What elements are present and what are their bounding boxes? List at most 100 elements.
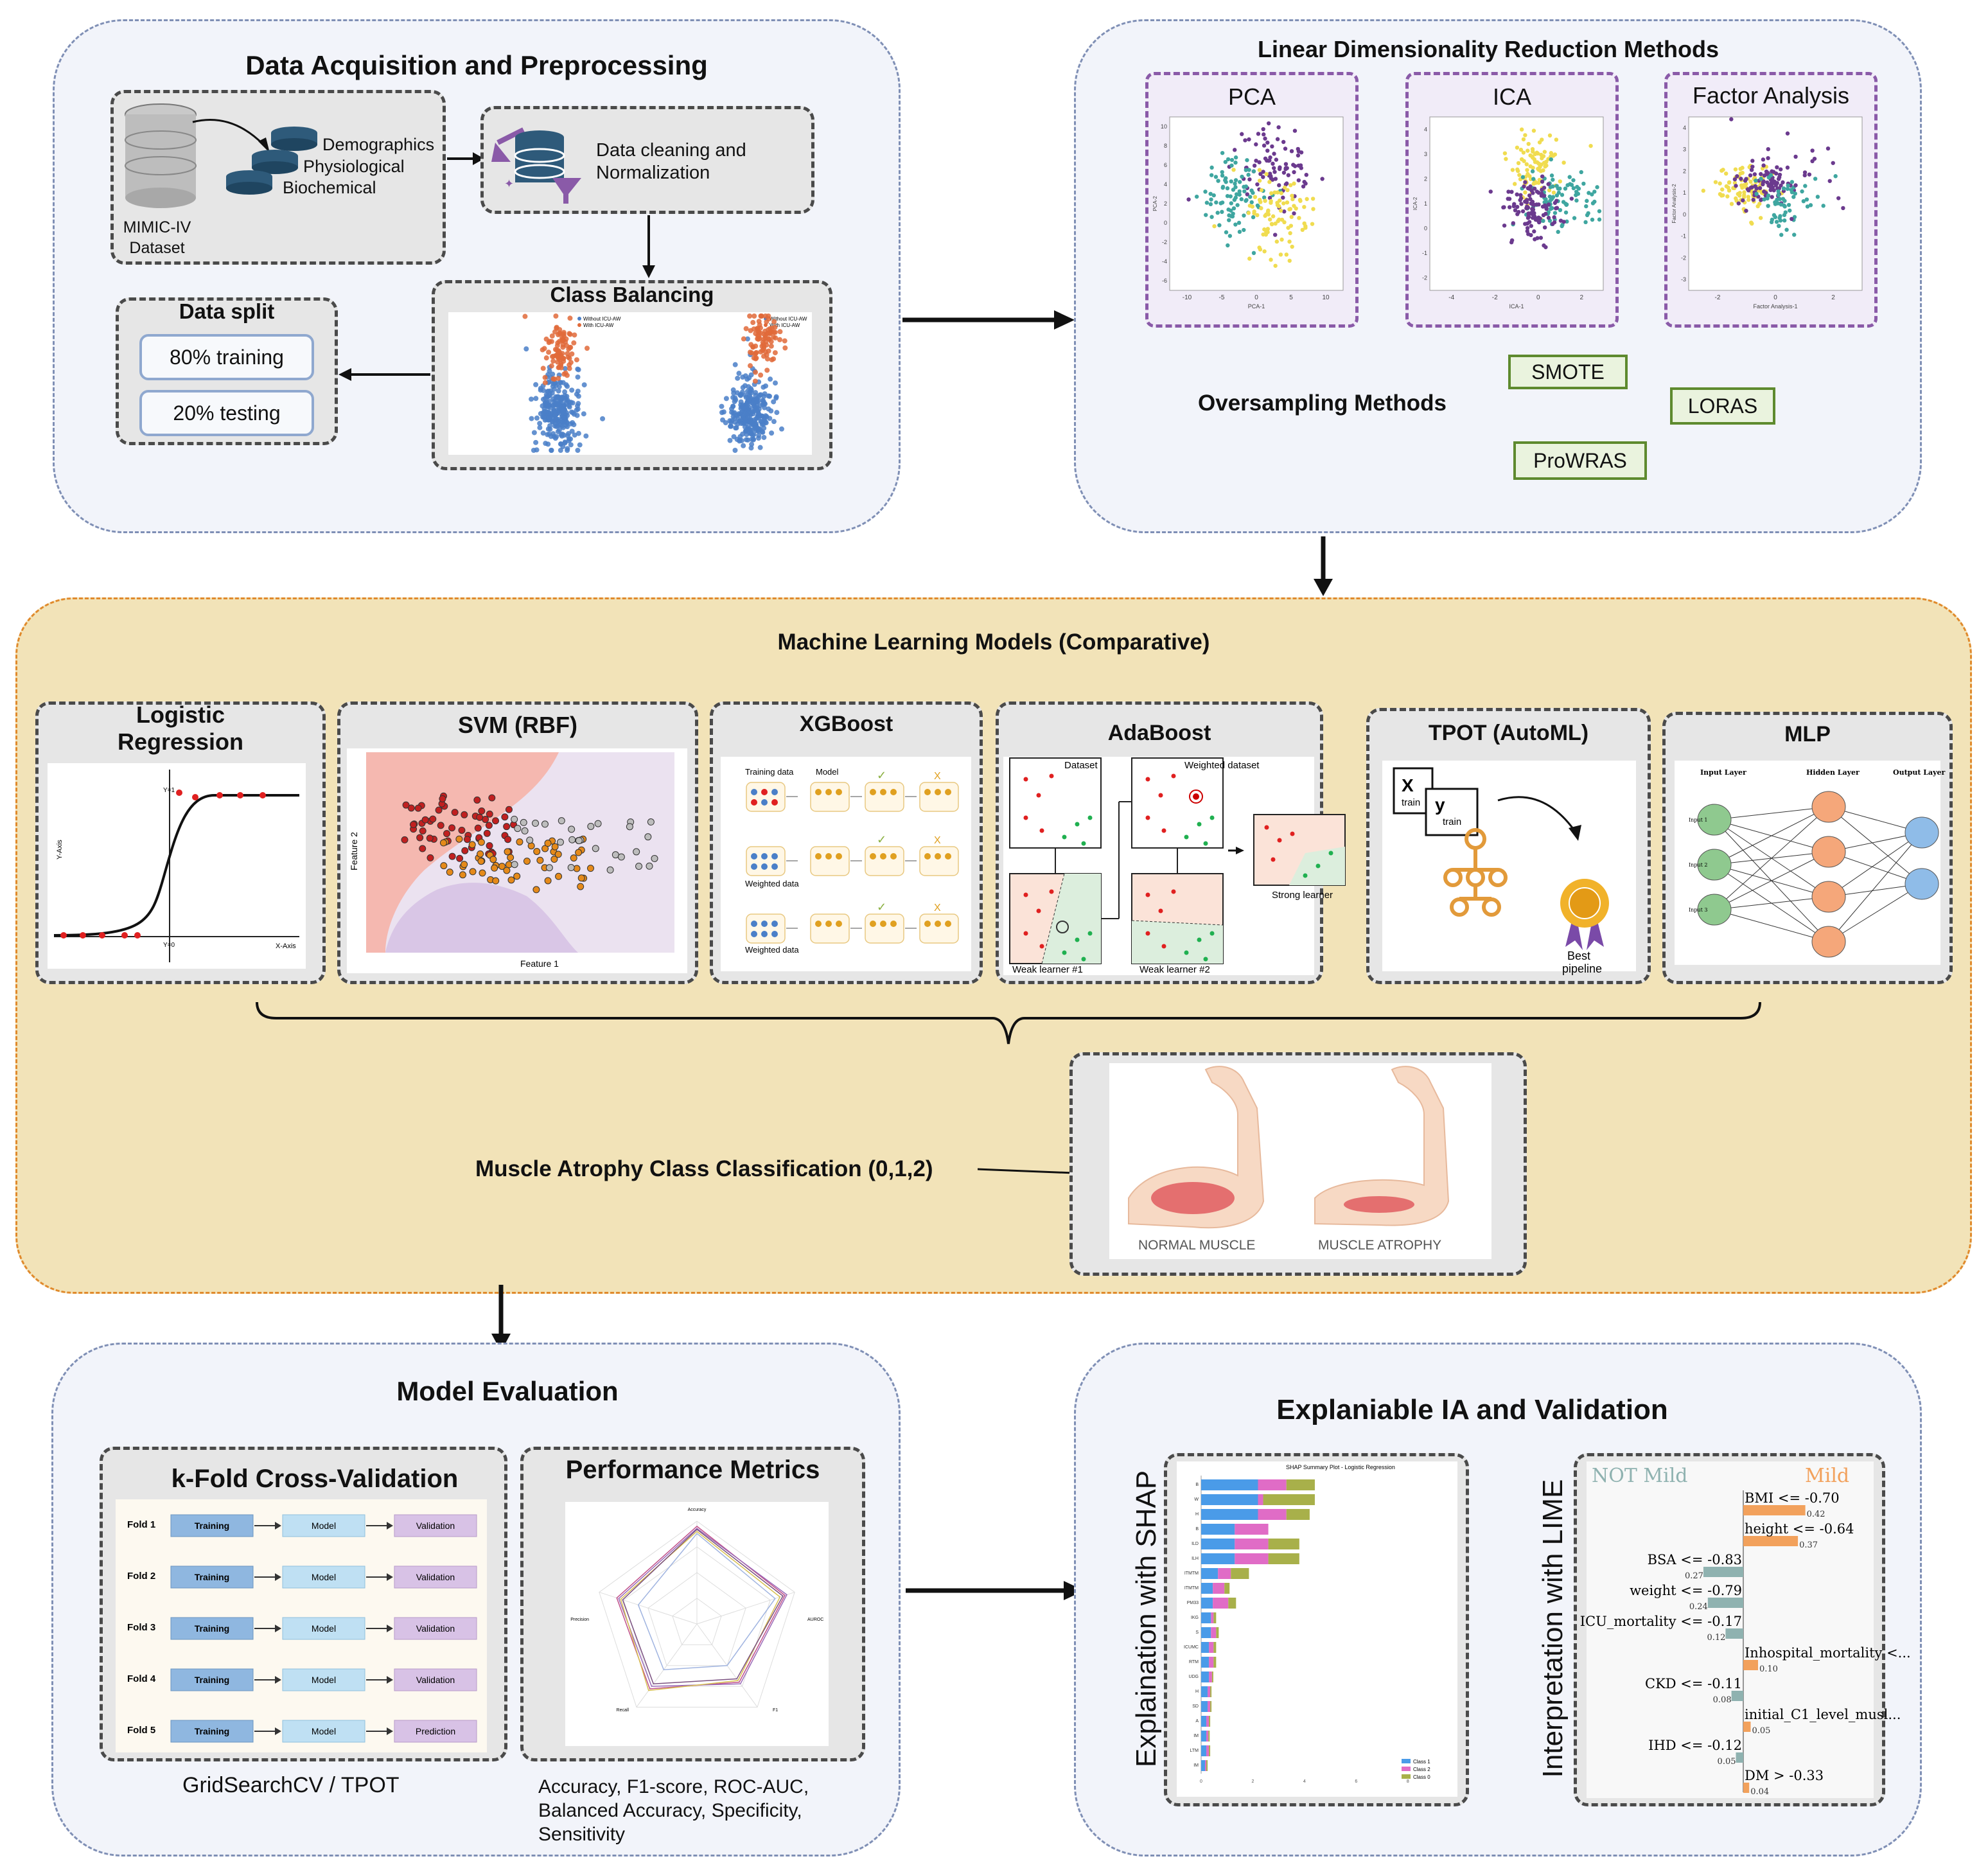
data-point <box>1727 181 1732 185</box>
shap-bar <box>1210 1686 1212 1697</box>
cleaning-label-line2: Normalization <box>596 163 710 183</box>
data-point <box>1229 163 1234 168</box>
tpot-best-label: Best <box>1567 949 1590 962</box>
data-point <box>1531 128 1536 133</box>
data-point <box>551 843 559 851</box>
lime-feature-label: DM > -0.33 <box>1745 1768 1824 1783</box>
data-point <box>1759 172 1763 177</box>
data-point <box>1290 197 1295 202</box>
data-point <box>1588 143 1593 148</box>
data-point <box>1724 184 1729 189</box>
lime-feature-label: BSA <= -0.83 <box>1648 1552 1742 1567</box>
data-point <box>1766 183 1771 188</box>
data-point <box>1297 216 1301 220</box>
data-point <box>1790 216 1794 222</box>
data-point <box>1533 159 1538 164</box>
model-block <box>282 1566 365 1589</box>
shap-bar <box>1205 1760 1207 1771</box>
data-point <box>1278 208 1283 213</box>
data-point <box>1257 197 1262 202</box>
data-point <box>1233 181 1237 186</box>
data-point <box>565 397 570 403</box>
data-point <box>765 327 771 333</box>
data-point <box>1750 164 1755 169</box>
shap-bar <box>1208 1686 1211 1697</box>
data-point <box>559 351 565 357</box>
data-point <box>544 840 552 847</box>
data-point <box>567 315 573 321</box>
validation-block <box>394 1668 477 1691</box>
data-point <box>559 355 565 360</box>
data-point <box>1286 173 1291 177</box>
tick-label: -2 <box>1681 254 1686 261</box>
arrow-icon <box>1314 536 1333 596</box>
logistic-yaxis-label: Y-Axis <box>56 840 64 860</box>
data-point <box>1541 154 1546 159</box>
flow-arrow-head <box>275 1573 281 1581</box>
data-point <box>439 795 446 802</box>
data-point <box>1727 188 1732 193</box>
data-point <box>1732 177 1737 182</box>
data-point <box>731 390 737 396</box>
xgb-sample-dot <box>945 853 951 860</box>
check-icon: ✓ <box>877 901 886 913</box>
green-dot <box>1087 931 1093 936</box>
data-point <box>1563 186 1568 191</box>
tick-label: 2 <box>1683 168 1686 174</box>
data-point <box>753 407 759 412</box>
data-point <box>1782 218 1787 223</box>
model-label: Model <box>312 1675 336 1685</box>
tick-label: -5 <box>1219 294 1225 301</box>
data-point <box>556 376 561 382</box>
data-point <box>1746 195 1751 199</box>
data-point <box>1758 216 1763 220</box>
data-point <box>647 818 655 826</box>
data-point <box>1777 172 1782 177</box>
data-point <box>477 838 485 846</box>
data-point <box>1240 174 1244 179</box>
data-point <box>1786 183 1790 188</box>
data-point <box>1777 216 1782 220</box>
data-point <box>1565 219 1569 224</box>
data-point <box>1292 170 1296 175</box>
tick-label: 4 <box>1424 126 1427 132</box>
data-point <box>1261 232 1265 237</box>
reduction-title: Linear Dimensionality Reduction Methods <box>1257 36 1720 62</box>
data-point <box>427 854 434 861</box>
data-point <box>541 406 547 412</box>
data-point <box>558 441 563 447</box>
connection <box>1828 806 1922 885</box>
shap-bar <box>1201 1509 1258 1520</box>
data-point <box>1590 217 1595 222</box>
data-point <box>1247 137 1251 142</box>
data-point <box>511 861 518 869</box>
data-point <box>1246 211 1251 215</box>
data-point <box>448 824 456 832</box>
data-point <box>1536 190 1541 195</box>
xgb-model-label: Model <box>816 767 839 777</box>
connection <box>1714 851 1829 910</box>
data-point <box>567 355 572 361</box>
metrics-title: Performance Metrics <box>565 1456 820 1484</box>
data-point <box>777 337 782 342</box>
data-point <box>562 366 568 371</box>
xgb-weighted-data-label-1: Weighted data <box>745 879 799 888</box>
input-node <box>1697 804 1732 836</box>
data-point <box>1536 202 1541 207</box>
shap-tick: 8 <box>1407 1779 1409 1784</box>
data-point <box>1263 136 1267 141</box>
data-point <box>1781 186 1786 191</box>
shap-feature-label: IKG <box>1191 1616 1199 1620</box>
xgb-stage-box <box>919 846 959 876</box>
data-point <box>565 384 570 389</box>
lime-bar <box>1743 1505 1806 1515</box>
data-point <box>1296 178 1301 182</box>
data-point <box>1267 217 1272 222</box>
data-point <box>1542 200 1547 205</box>
data-point <box>1539 193 1544 198</box>
data-point <box>559 423 565 429</box>
data-point <box>1271 161 1275 166</box>
data-point <box>554 401 560 407</box>
data-point <box>769 430 775 436</box>
data-point <box>1247 168 1251 172</box>
